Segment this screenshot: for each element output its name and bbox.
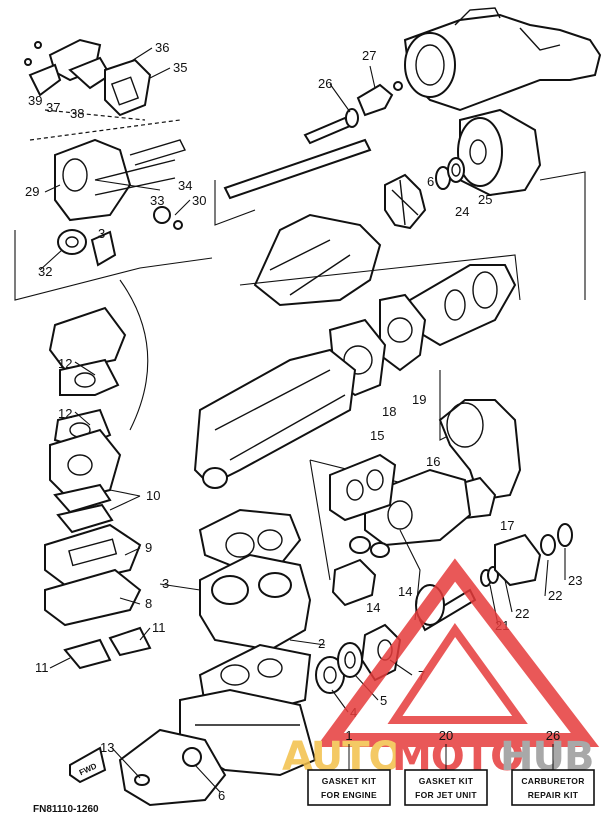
o-ring-26 (345, 108, 359, 128)
piston-14 (331, 558, 377, 607)
frame-flywheel (399, 529, 421, 621)
intake-gasket-12a (59, 358, 120, 396)
callout-38: 38 (70, 106, 84, 121)
callout-25: 25 (478, 192, 492, 207)
cylinder-head (198, 508, 302, 566)
bearing-4 (315, 656, 345, 694)
small-gasket-13 (134, 774, 150, 786)
pump-frame (214, 171, 586, 300)
kit-box-frame (307, 769, 391, 806)
callout-16: 16 (426, 454, 440, 469)
callout-2: 2 (318, 636, 325, 651)
callout-29: 29 (25, 184, 39, 199)
callout-14-right: 14 (398, 584, 412, 599)
impeller-housing (457, 108, 542, 197)
reed-gaskets-11 (63, 626, 152, 670)
callout-22-right: 22 (548, 588, 562, 603)
crankshaft (408, 264, 517, 347)
reed-valve-36 (48, 38, 112, 90)
leader-lines (39, 47, 566, 793)
kit-label-line1: GASKET KIT (419, 776, 474, 786)
callout-35: 35 (173, 60, 187, 75)
kit-number: 1 (345, 728, 352, 743)
callout-18: 18 (382, 404, 396, 419)
air-filter-box (48, 306, 127, 372)
piston-rings (349, 536, 390, 558)
kit-number: 20 (439, 728, 453, 743)
callout-11-right: 11 (152, 620, 166, 635)
callout-13: 13 (100, 740, 114, 755)
carb-linkage (129, 139, 186, 230)
callout-23: 23 (568, 573, 582, 588)
callout-30: 30 (192, 193, 206, 208)
kit-box-frame (511, 769, 595, 806)
jet-intake-duct (253, 213, 382, 307)
callout-27: 27 (362, 48, 376, 63)
diagram-code: FN81110-1260 (33, 804, 99, 815)
carburetor (54, 138, 176, 222)
gaskets-10 (53, 483, 114, 534)
callout-34: 34 (178, 178, 192, 193)
drive-shaft (223, 116, 372, 200)
callout-15: 15 (370, 428, 384, 443)
kit-label-line2: FOR ENGINE (321, 790, 377, 800)
jet-pump-housing (403, 7, 602, 112)
callout-26: 26 (318, 76, 332, 91)
kit-label-line1: GASKET KIT (322, 776, 377, 786)
kit-box-frame (404, 769, 488, 806)
callout-32: 32 (38, 264, 52, 279)
callout-5: 5 (380, 693, 387, 708)
seal-23 (557, 523, 573, 547)
seal-rings (435, 157, 465, 190)
kit-label-line2: FOR JET UNIT (415, 790, 477, 800)
callout-9: 9 (145, 540, 152, 555)
small-parts-37-39 (24, 41, 62, 97)
seal-5 (337, 642, 363, 678)
cylinder-block (199, 553, 312, 652)
callout-33: 33 (150, 193, 164, 208)
kit-label-line1: CARBURETOR (521, 776, 584, 786)
callout-8: 8 (145, 596, 152, 611)
callout-22-left: 22 (515, 606, 529, 621)
gasket-3-small (90, 230, 117, 267)
kit-label-line2: REPAIR KIT (528, 790, 579, 800)
callout-3-mid: 3 (162, 576, 169, 591)
callout-labels: 36 35 39 37 38 34 29 33 30 3 32 26 27 6 … (25, 40, 582, 803)
callout-36: 36 (155, 40, 169, 55)
exhaust-elbow (438, 399, 522, 502)
cap-27 (356, 81, 403, 117)
callout-12-top: 12 (58, 356, 72, 371)
reed-block-35 (104, 58, 152, 117)
callout-24: 24 (455, 204, 469, 219)
muffler (193, 348, 357, 489)
fwd-arrow: FWD (69, 746, 107, 784)
frame-carb (14, 230, 213, 301)
impeller (384, 173, 427, 230)
callout-12-bottom: 12 (58, 406, 72, 421)
callout-37: 37 (46, 100, 60, 115)
diaphragm-32 (57, 229, 87, 255)
callout-19: 19 (412, 392, 426, 407)
bearing-housing-22 (494, 533, 556, 587)
callout-39: 39 (28, 93, 42, 108)
crankcase-cover (118, 728, 227, 807)
callout-11-left: 11 (35, 660, 49, 675)
leader-curve (119, 279, 149, 431)
callout-10: 10 (146, 488, 160, 503)
dash-lines-top (29, 109, 181, 141)
callout-6-top: 6 (427, 174, 434, 189)
gasket-8 (44, 568, 142, 627)
callout-14-left: 14 (366, 600, 380, 615)
callout-17: 17 (500, 518, 514, 533)
callout-3-top: 3 (98, 226, 105, 241)
manifold-gasket-15 (329, 453, 397, 522)
kit-number: 26 (546, 728, 560, 743)
callout-6-bottom: 6 (218, 788, 225, 803)
